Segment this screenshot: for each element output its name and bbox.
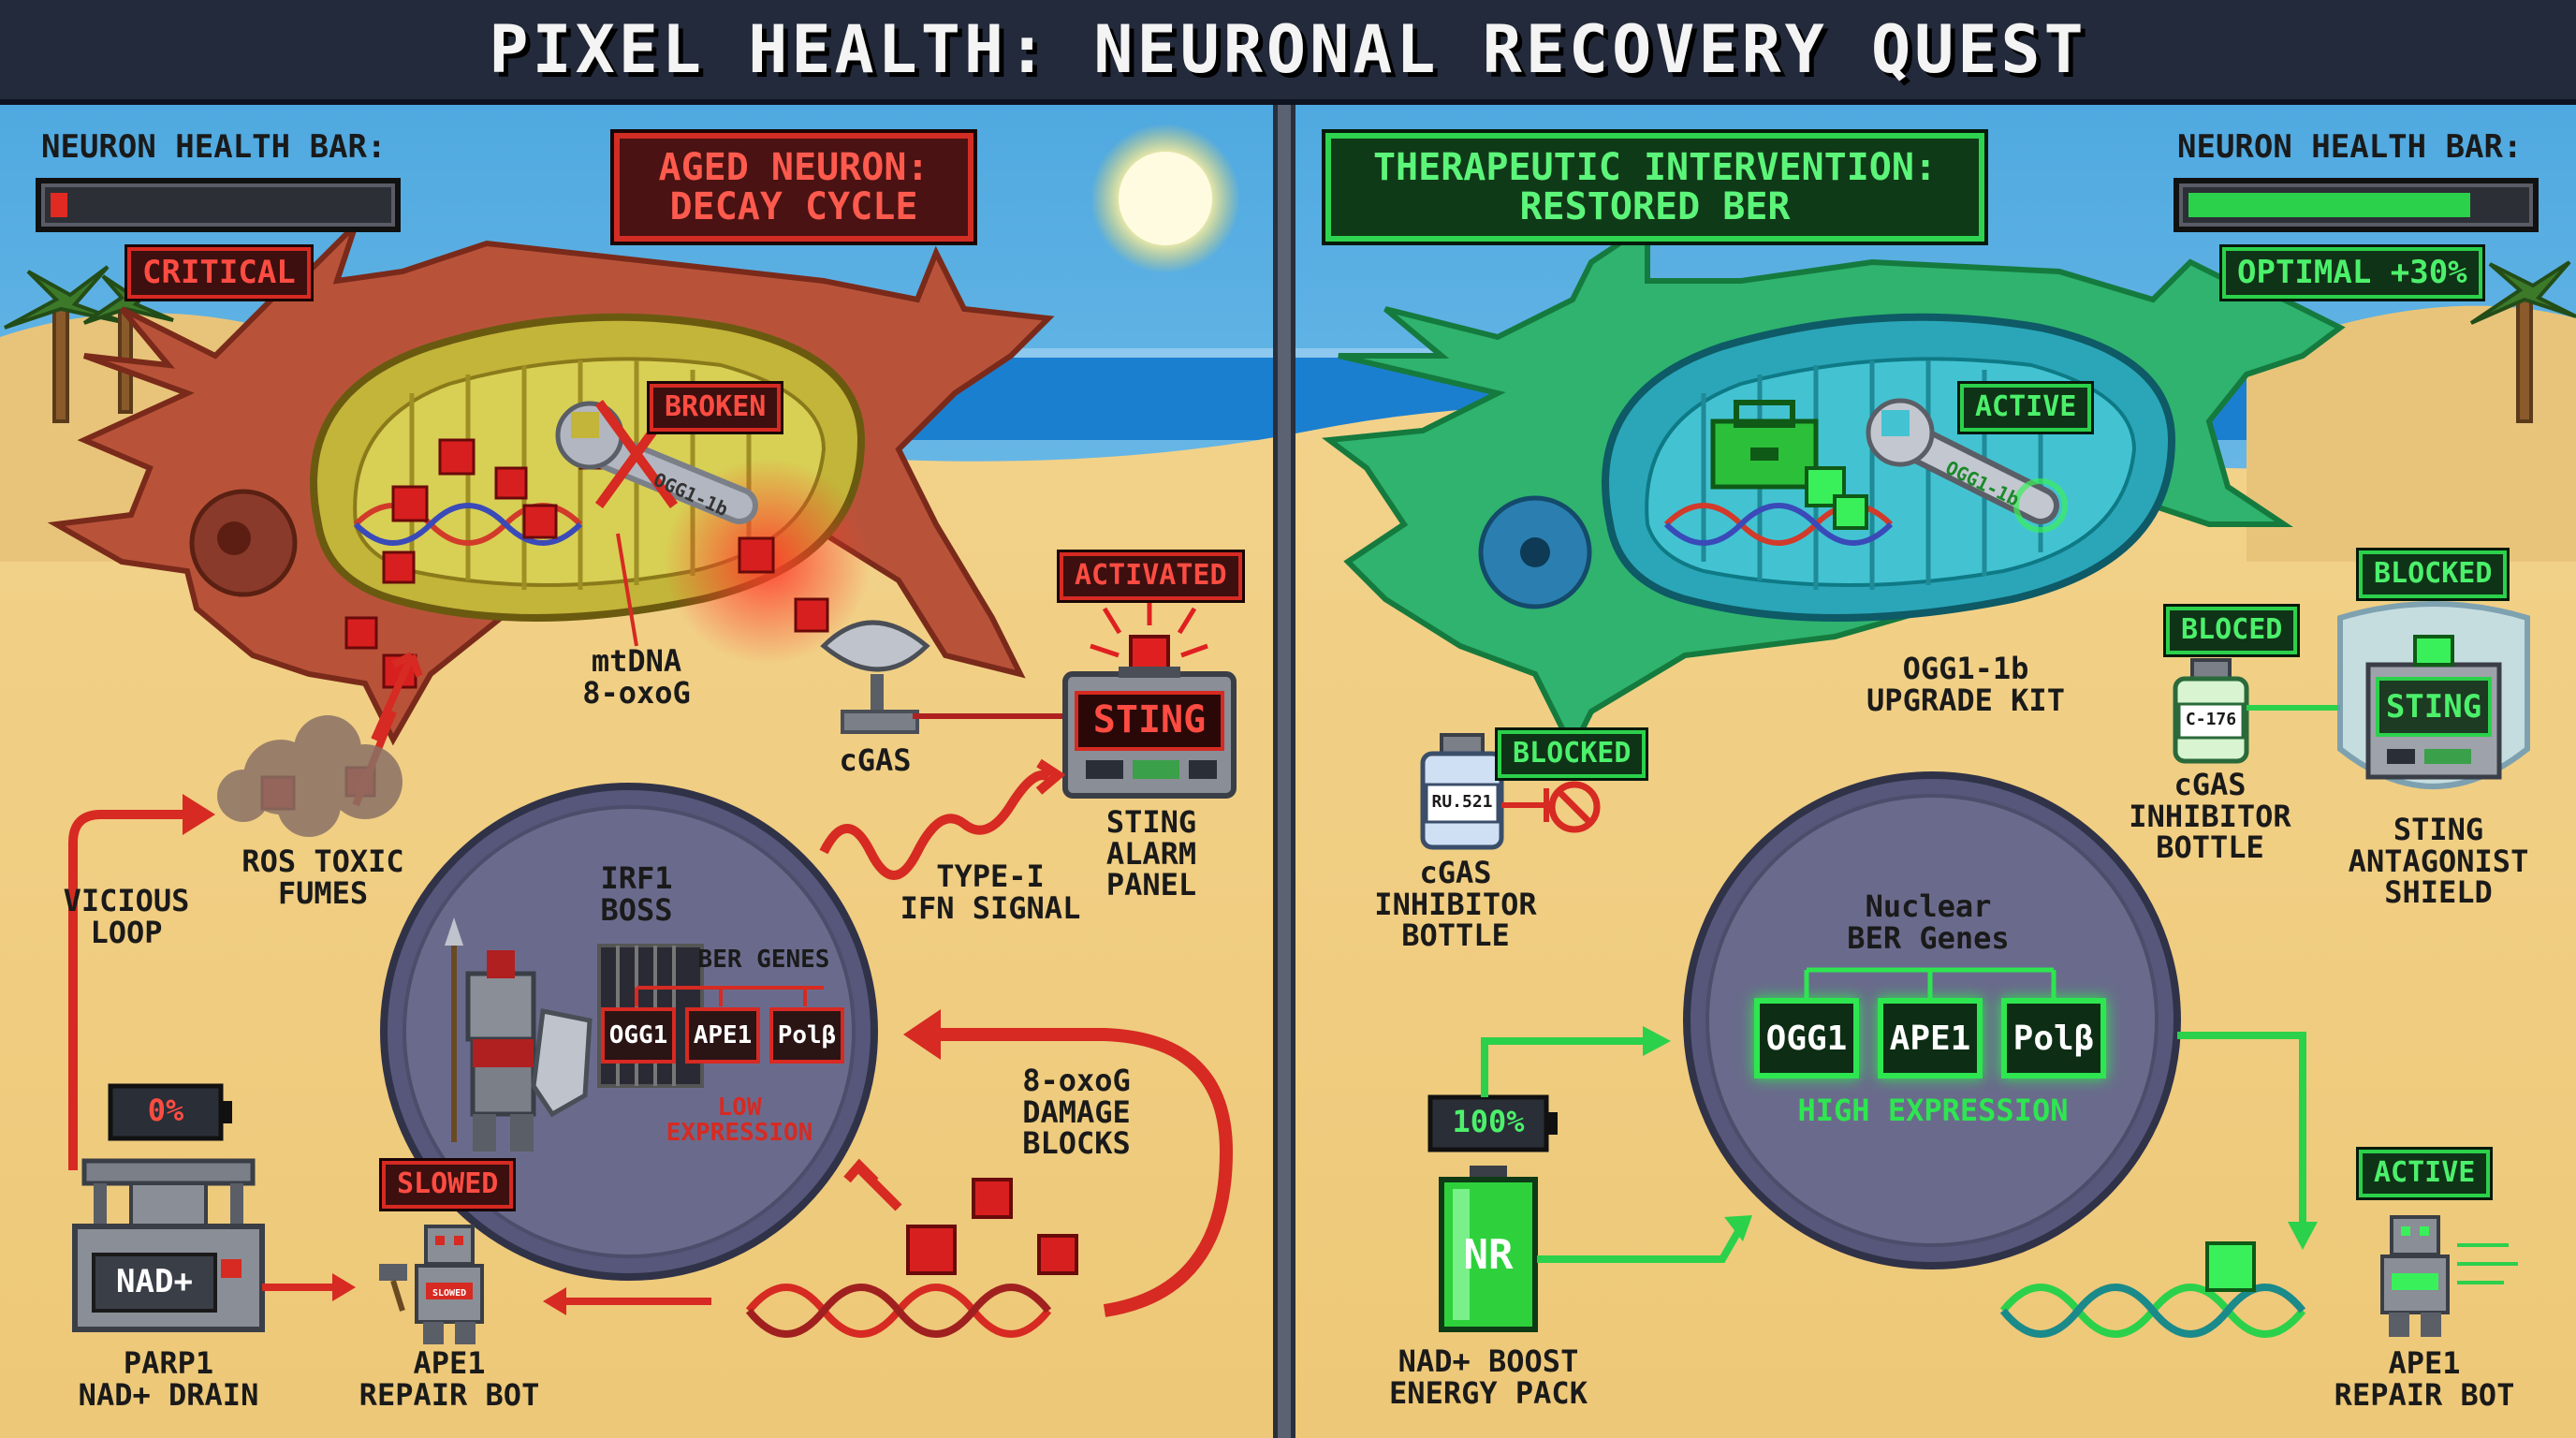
gene-ape1-low: APE1	[685, 1007, 760, 1064]
damage-blocks-label: 8-oxoG DAMAGE BLOCKS	[1022, 1063, 1131, 1162]
damaged-dna-strand	[745, 1178, 1078, 1338]
gene-ogg1-high: OGG1	[1754, 998, 1859, 1078]
bottle2-bloced-badge: BLOCED	[2166, 607, 2298, 654]
nuclear-ber-genes-label: Nuclear BER Genes	[1847, 888, 2010, 956]
parp1-press-machine	[72, 1158, 265, 1332]
repaired-dna-strand	[1999, 1241, 2306, 1338]
ros-fumes-label: ROS TOXIC FUMES	[242, 844, 404, 911]
mtdna-label: mtDNA 8-oxoG	[582, 643, 691, 711]
ape1-robot-active	[2380, 1215, 2518, 1337]
ape1-chest-label: SLOWED	[432, 1288, 466, 1299]
sting-antagonist-shield	[2337, 601, 2530, 789]
right-battery-percent: 100%	[1452, 1104, 1525, 1139]
ape1-active-badge: ACTIVE	[2359, 1150, 2491, 1197]
ru521-bottle-icon	[1420, 733, 1504, 850]
ifn-signal-label: TYPE-I IFN SIGNAL	[900, 858, 1081, 926]
right-health-bar	[2174, 178, 2539, 232]
right-panel-title-line2: RESTORED BER	[1519, 185, 1791, 228]
gene-ogg1-low: OGG1	[601, 1007, 676, 1064]
left-health-bar	[36, 178, 401, 232]
ros-fumes-cloud	[217, 715, 402, 837]
gene-polb-high: Polβ	[2001, 998, 2106, 1078]
vicious-loop-label: VICIOUS LOOP	[63, 883, 190, 950]
nr-pack-label: NAD+ BOOST ENERGY PACK	[1389, 1343, 1588, 1411]
high-expression-label: HIGH EXPRESSION	[1797, 1093, 2069, 1128]
left-ape1-label: APE1 REPAIR BOT	[359, 1345, 540, 1413]
left-health-status-badge: CRITICAL	[127, 247, 311, 300]
title-bar: PIXEL HEALTH: NEURONAL RECOVERY QUEST	[0, 0, 2576, 105]
sting-alarm-label: STING ALARM PANEL	[1105, 804, 1197, 903]
sting-screen-text: STING	[1092, 698, 1207, 741]
no-symbol-icon	[1548, 781, 1601, 833]
left-battery-percent: 0%	[147, 1093, 184, 1128]
bottle1-label: cGAS INHIBITOR BOTTLE	[1374, 855, 1537, 954]
shield-icon	[531, 1008, 593, 1118]
nad-machine-label: NAD+	[116, 1263, 193, 1300]
left-panel-title-line1: AGED NEURON:	[658, 146, 929, 189]
ape1-robot-slowed	[379, 1225, 484, 1344]
left-health-bar-fill	[51, 193, 67, 217]
gene-ape1-high: APE1	[1878, 998, 1983, 1078]
right-health-bar-label: NEURON HEALTH BAR:	[2177, 128, 2523, 166]
sting-alarm-panel	[1062, 599, 1237, 799]
satellite-dish-icon	[820, 620, 930, 734]
toolbox-icon	[1710, 400, 1819, 490]
healthy-mitochondrion	[1602, 313, 2176, 622]
left-panel-title: AGED NEURON: DECAY CYCLE	[614, 133, 973, 242]
damage-feedback-arrow	[936, 1028, 1234, 1317]
left-health-bar-label: NEURON HEALTH BAR:	[41, 128, 387, 166]
irf1-boss-label: IRF1 BOSS	[600, 860, 673, 928]
shield-screen-text: STING	[2385, 688, 2482, 726]
parp1-label: PARP1 NAD+ DRAIN	[78, 1345, 259, 1413]
empty-battery-icon	[108, 1083, 232, 1141]
ifn-signal-wave	[819, 770, 1051, 880]
left-panel-title-line2: DECAY CYCLE	[669, 185, 918, 228]
ape1-slowed-badge: SLOWED	[382, 1161, 514, 1209]
mito-broken-badge: BROKEN	[650, 384, 782, 432]
right-ape1-label: APE1 REPAIR BOT	[2334, 1345, 2515, 1413]
game-title: PIXEL HEALTH: NEURONAL RECOVERY QUEST	[489, 11, 2087, 88]
sting-activated-badge: ACTIVATED	[1060, 552, 1242, 600]
active-wrench-icon	[1866, 398, 2068, 533]
mito-active-badge: ACTIVE	[1960, 384, 2092, 432]
nr-energy-pack-icon	[1439, 1166, 1538, 1332]
right-health-status-badge: OPTIMAL +30%	[2222, 247, 2482, 300]
right-health-bar-fill	[2188, 193, 2470, 217]
c176-label: C-176	[2185, 710, 2237, 729]
bottle2-label: cGAS INHIBITOR BOTTLE	[2129, 767, 2291, 866]
broken-wrench-icon	[555, 400, 758, 524]
ber-genes-label: BER GENES	[697, 946, 830, 974]
cgas-label: cGAS	[839, 742, 912, 778]
right-panel-title-line1: THERAPEUTIC INTERVENTION:	[1372, 146, 1938, 189]
low-expression-label: LOW EXPRESSION	[666, 1093, 813, 1148]
palm-tree-icon	[2469, 260, 2576, 423]
c176-bottle-icon	[2173, 658, 2249, 764]
gene-polb-low: Polβ	[769, 1007, 844, 1064]
shield-label: STING ANTAGONIST SHIELD	[2348, 812, 2529, 911]
kit-label: OGG1-1b UPGRADE KIT	[1866, 651, 2065, 718]
bottle1-blocked-badge: BLOCKED	[1498, 730, 1647, 778]
ru521-label: RU.521	[1431, 792, 1493, 812]
vicious-loop-arrow	[68, 810, 187, 1170]
nr-pack-text: NR	[1463, 1231, 1514, 1279]
shield-blocked-badge: BLOCKED	[2359, 550, 2508, 598]
irf1-boss-character	[445, 917, 593, 1152]
panel-divider	[1273, 105, 1295, 1438]
right-panel-title: THERAPEUTIC INTERVENTION: RESTORED BER	[1325, 133, 1984, 242]
